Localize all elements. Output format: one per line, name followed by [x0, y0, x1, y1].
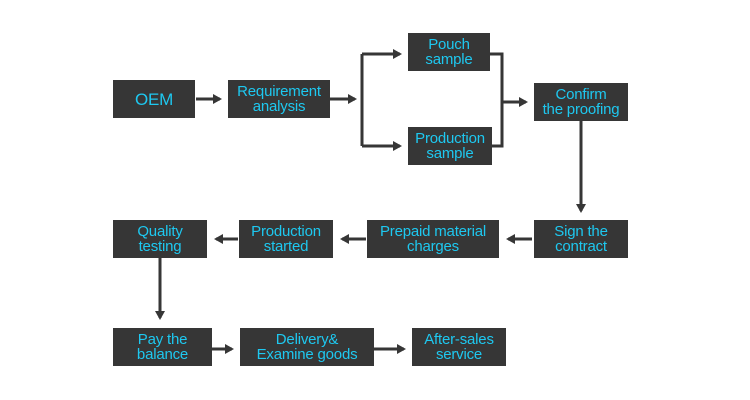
node-delivery-examine-goods: Delivery& Examine goods — [240, 328, 374, 366]
node-pouch-sample: Pouch sample — [408, 33, 490, 71]
node-pay-balance: Pay the balance — [113, 328, 212, 366]
edge-merge-bracket — [490, 52, 504, 148]
node-after-sales-service: After-sales service — [412, 328, 506, 366]
node-production-started: Production started — [239, 220, 333, 258]
node-requirement-analysis: Requirement analysis — [228, 80, 330, 118]
node-oem: OEM — [113, 80, 195, 118]
node-quality-testing: Quality testing — [113, 220, 207, 258]
node-prepaid-material-charges: Prepaid material charges — [367, 220, 499, 258]
node-production-sample: Production sample — [408, 127, 492, 165]
node-confirm-proofing: Confirm the proofing — [534, 83, 628, 121]
node-sign-contract: Sign the contract — [534, 220, 628, 258]
